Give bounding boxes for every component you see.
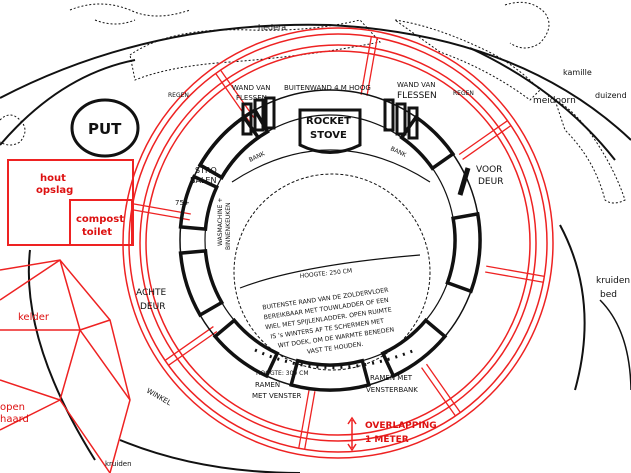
radial-beam-1 [462, 125, 512, 160]
wall-segment-4 [380, 317, 448, 379]
hoogte-300-label: HOOGTE: 300 CM [256, 370, 309, 377]
measure-75-label: 75+ [175, 199, 190, 207]
wall-segment-2 [212, 317, 280, 379]
radial-beam-3 [421, 367, 456, 417]
radial-beam-5 [164, 326, 214, 361]
kruiden-bed-label-1: kruiden [596, 276, 630, 286]
haard-label: haard [0, 414, 29, 425]
opslag-label: opslag [36, 185, 73, 196]
compost-toilet-box [69, 199, 133, 246]
attic-note: BUITENSTE RAND VAN DE ZOLDERVLOER BEREIK… [262, 287, 395, 356]
attic-line [239, 254, 421, 289]
kruiden-bed-label-2: bed [600, 290, 617, 300]
bottle-wall-right [383, 98, 419, 140]
ramen-label: RAMEN [255, 381, 280, 389]
kelder-label: kelder [18, 312, 50, 323]
regen-right-label: REGEN [453, 90, 474, 97]
radial-beam-4 [304, 391, 316, 450]
radial-beam-7 [220, 69, 255, 119]
put-label: PUT [88, 120, 122, 138]
meidoorn-label: meidoorn [533, 96, 576, 106]
path-arc-bottom [119, 439, 301, 473]
duizend-label: duizend [595, 91, 627, 100]
attic-edge [233, 173, 431, 371]
overlapping-meter-label: 1 METER [365, 435, 409, 445]
hedera-label: hedera [258, 23, 286, 32]
wall-segment-5 [445, 211, 482, 294]
kruiden-bottom-label: kruiden [105, 460, 132, 468]
deur-label: DEUR [478, 177, 503, 187]
radial-beam-5 [168, 330, 218, 366]
path-edge-right [599, 299, 631, 391]
wand-right-label-1: WAND VAN [397, 81, 436, 89]
stove-label: STOVE [310, 130, 347, 141]
rocket-stove [298, 108, 362, 154]
radial-beam-2 [486, 265, 545, 277]
inner-red-ring-2 [145, 50, 531, 436]
stro-label: STRO [195, 166, 217, 175]
ramen-met-label: RAMEN MET [370, 374, 413, 382]
open-label: open [0, 402, 25, 413]
radial-beam-0 [360, 36, 372, 95]
path-arc-left-low [27, 249, 96, 461]
wall-segment-0 [178, 248, 225, 318]
cellar-dome [0, 259, 131, 473]
wall-segment-1 [178, 174, 220, 232]
balen-label: BALEN [190, 176, 216, 185]
outer-red-ring-2 [128, 33, 548, 453]
radial-beam-1 [458, 120, 508, 156]
window-dotted-line [254, 348, 416, 369]
wall-segment-6 [399, 114, 456, 171]
well-circle [70, 98, 140, 158]
path-arc-right-low [559, 224, 586, 391]
front-door-marker [457, 167, 471, 196]
shrub-scribbles [0, 1, 626, 204]
compost-label: compost [76, 214, 124, 225]
wand-left-label-1: WAND VAN [232, 84, 271, 92]
bench-arc [231, 149, 431, 183]
met-venster-label: MET VENSTER [252, 392, 302, 400]
outer-red-ring-1 [122, 27, 554, 459]
wall-segment-3 [289, 358, 371, 392]
hout-label: hout [40, 173, 66, 184]
radial-beam-3 [425, 363, 461, 413]
bank-left-label: BANK [248, 150, 267, 164]
bank-right-label: BANK [389, 145, 408, 159]
radial-beam-2 [485, 271, 544, 283]
radial-beam-4 [298, 390, 310, 449]
wand-left-label-2: FLESSEN [236, 94, 267, 102]
path-arc-right [469, 47, 616, 161]
wall-segments [178, 107, 482, 392]
path-inner-arc [0, 59, 136, 146]
voor-label: VOOR [476, 165, 502, 175]
wand-right-label-2: FLESSEN [397, 91, 437, 101]
overlapping-label: OVERLAPPING [365, 421, 437, 431]
vensterbank-label: VENSTERBANK [366, 386, 418, 394]
radial-beams [131, 36, 545, 450]
overlap-arrow [347, 416, 357, 452]
achter-deur-label: DEUR [140, 302, 165, 312]
toilet-label: toilet [82, 227, 112, 238]
bottle-wall-left [241, 96, 276, 136]
wasmachine-label: WASMACHINE + [217, 198, 224, 246]
binnenkeuken-label: BINNENKEUKEN [225, 203, 232, 250]
kamille-label: kamille [563, 68, 592, 77]
inner-red-ring-1 [139, 44, 537, 442]
achter-label: ACHTE [136, 288, 167, 298]
regen-left-label: REGEN [168, 92, 189, 99]
rocket-label: ROCKET [306, 116, 351, 127]
buitenwand-label: BUITENWAND 4 M HOOG [284, 84, 371, 92]
radial-beam-0 [366, 37, 378, 96]
path-outer-arc [0, 23, 631, 141]
winkel-label: WINKEL [145, 387, 173, 408]
